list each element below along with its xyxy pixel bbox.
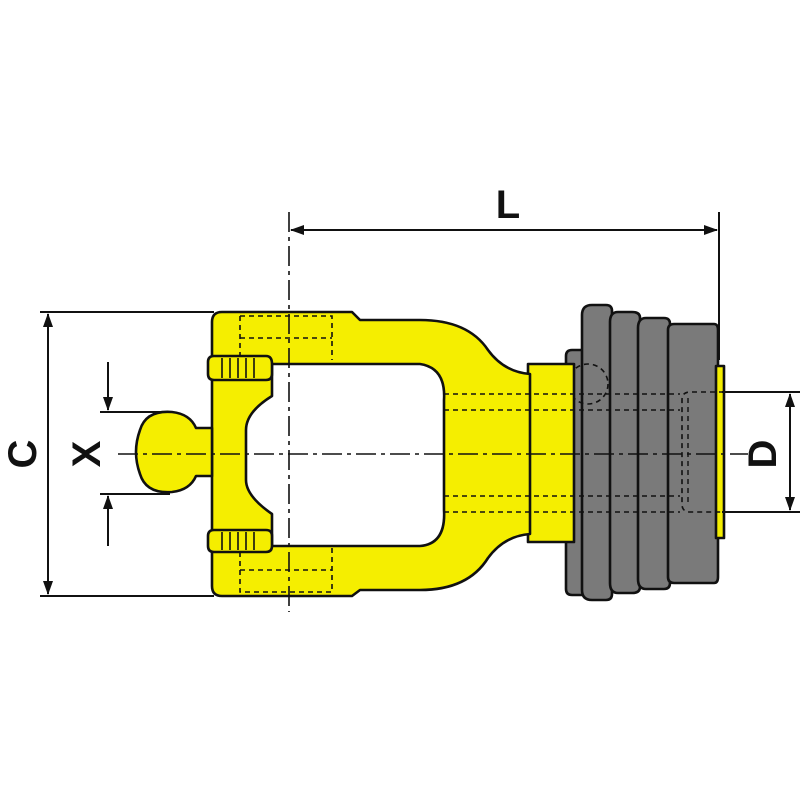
dimension-x-label: X — [65, 440, 109, 467]
collar-bore-hidden-line — [681, 391, 724, 513]
collar — [564, 303, 726, 602]
grease-nipple — [134, 410, 214, 494]
dimension-d — [722, 391, 800, 513]
collar-ring-2 — [608, 310, 642, 595]
bearing-bore-hidden-top — [239, 315, 333, 360]
dimension-x — [100, 362, 170, 546]
collar-ring-1 — [580, 303, 614, 602]
yoke-inner-opening — [244, 362, 446, 548]
dimension-d-label: D — [741, 440, 785, 469]
cross-pin-lug-top — [206, 354, 274, 382]
collar-body — [666, 322, 720, 585]
dimension-l — [290, 212, 720, 360]
dimension-c — [40, 311, 214, 597]
dimension-l-label: L — [496, 183, 520, 227]
hub-bore-hidden-lines — [444, 393, 680, 513]
dimension-c-label: C — [1, 440, 45, 469]
bearing-bore-hidden-bottom — [239, 548, 333, 593]
yoke-hub — [526, 362, 576, 544]
cross-pin-lug-bottom — [206, 528, 274, 554]
lock-pin-hidden-circle — [567, 363, 609, 405]
lug-ridges — [221, 358, 255, 550]
collar-front-lip — [714, 364, 726, 540]
